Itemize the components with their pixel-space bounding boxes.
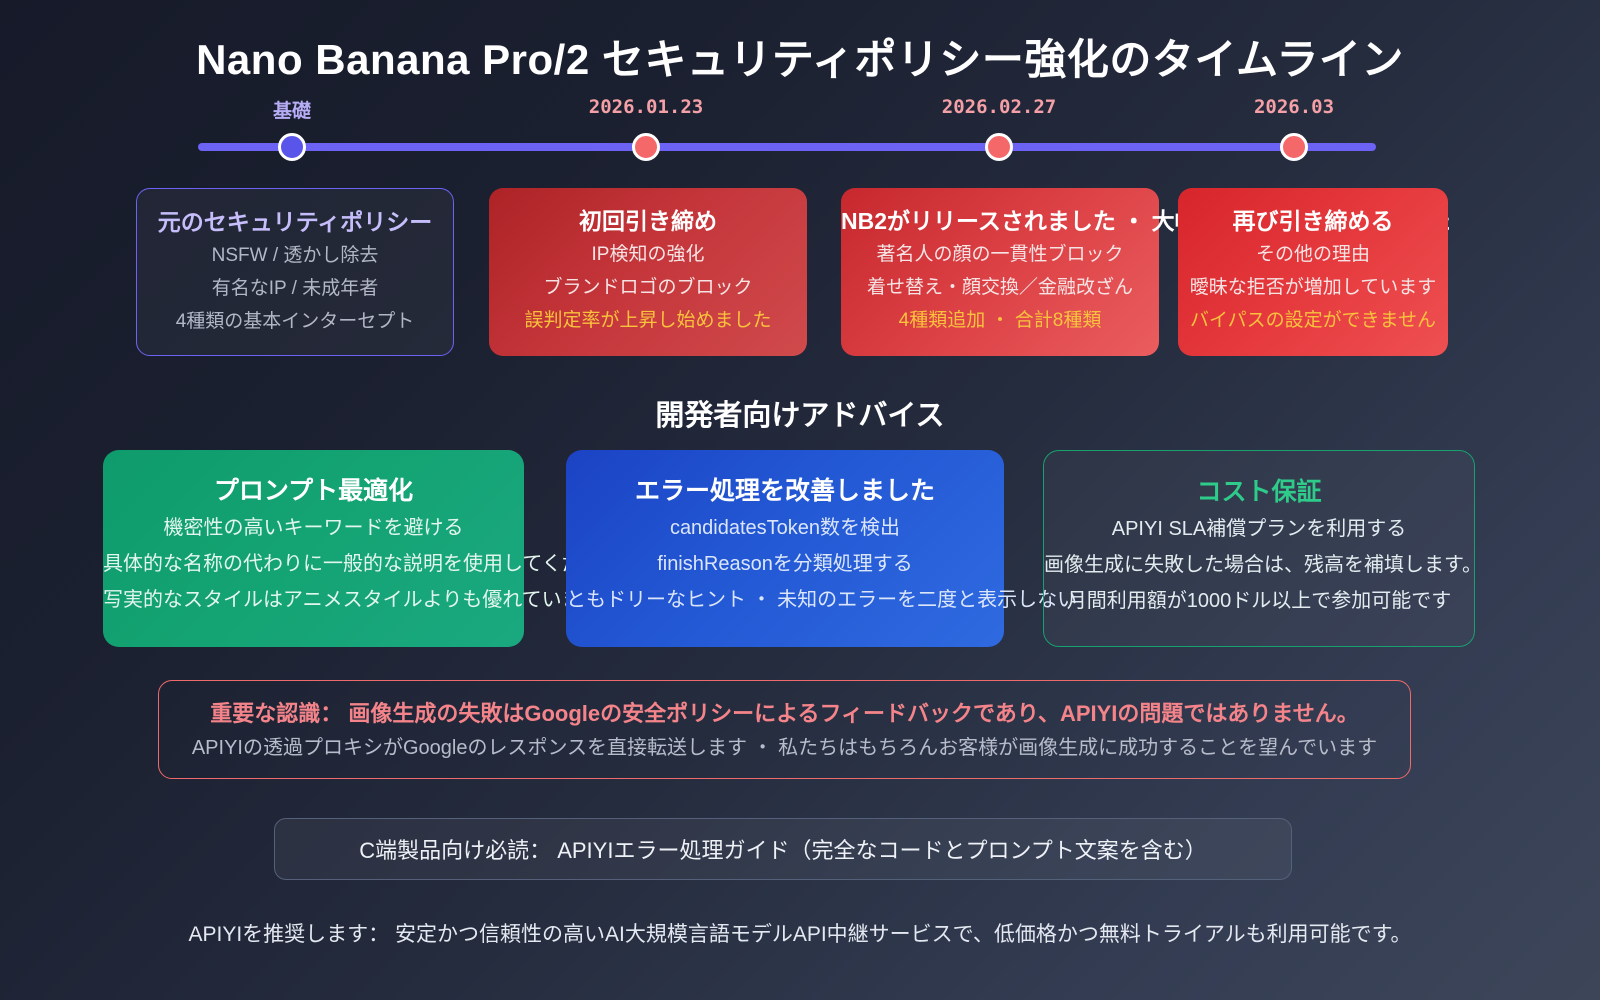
advice-card-line: candidatesToken数を検出 (669, 517, 901, 539)
timeline-label-1: 2026.01.23 (588, 96, 704, 118)
timeline-card-baseline[interactable]: 元のセキュリティポリシー NSFW / 透かし除去 有名なIP / 未成年者 4… (136, 188, 454, 356)
card-title: 再び引き締める (1232, 208, 1394, 234)
timeline-node-1[interactable] (632, 133, 660, 161)
important-notice-box: 重要な認識： 画像生成の失敗はGoogleの安全ポリシーによるフィードバックであ… (158, 680, 1411, 779)
timeline-track (198, 143, 1376, 151)
timeline-label-2: 2026.02.27 (941, 96, 1057, 118)
cta-label: C端製品向け必読： APIYIエラー処理ガイド（完全なコードとプロンプト文案を含… (359, 838, 1207, 863)
advice-card-error-handling[interactable]: エラー処理を改善しました candidatesToken数を検出 finishR… (566, 450, 1078, 647)
card-line: ブランドロゴのブロック (543, 277, 753, 298)
timeline-node-2[interactable] (985, 133, 1013, 161)
timeline-card-2026-01-23[interactable]: 初回引き締め IP検知の強化 ブランドロゴのブロック 誤判定率が上昇し始めました (489, 188, 807, 356)
advice-card-title: エラー処理を改善しました (634, 477, 935, 505)
notice-subtitle: APIYIの透過プロキシがGoogleのレスポンスを直接転送します ・ 私たちは… (191, 737, 1378, 759)
timeline-card-2026-02-27[interactable]: NB2がリリースされました ・ 大幅に制限が強化されました 著名人の顔の一貫性ブ… (841, 188, 1451, 356)
advice-card-line: finishReasonを分類処理する (657, 553, 913, 575)
page-title: Nano Banana Pro/2 セキュリティポリシー強化のタイムライン (196, 36, 1404, 83)
timeline-card-2026-03[interactable]: 再び引き締める その他の理由 曖昧な拒否が増加しています バイパスの設定ができま… (1178, 188, 1448, 356)
advice-card-line: 写実的なスタイルはアニメスタイルよりも優れています (103, 589, 602, 611)
card-accent-line: バイパスの設定ができません (1189, 310, 1437, 331)
card-line: その他の理由 (1255, 244, 1370, 265)
card-title: 元のセキュリティポリシー (157, 209, 433, 235)
advice-card-line: 月間利用額が1000ドル以上で参加可能です (1066, 590, 1452, 612)
timeline-node-3[interactable] (1280, 133, 1308, 161)
advice-card-title: コスト保証 (1196, 478, 1322, 506)
advice-card-line: ともドリーなヒント ・ 未知のエラーを二度と表示しない (566, 589, 1078, 611)
advice-card-line: 画像生成に失敗した場合は、残高を補填します。 (1044, 554, 1482, 576)
card-line: NSFW / 透かし除去 (211, 245, 379, 266)
card-line: 曖昧な拒否が増加しています (1189, 277, 1437, 298)
footer-recommendation: APIYIを推奨します： 安定かつ信頼性の高いAI大規模言語モデルAPI中継サー… (188, 923, 1412, 946)
advice-card-line: 具体的な名称の代わりに一般的な説明を使用してください (103, 553, 622, 575)
timeline-label-0: 基礎 (272, 101, 312, 122)
card-title: NB2がリリースされました ・ 大幅に制限が強化されました (841, 208, 1451, 234)
card-accent-line: 4種類追加 ・ 合計8種類 (898, 310, 1102, 331)
card-line: 着せ替え・顔交換／金融改ざん (866, 277, 1133, 298)
notice-title: 重要な認識： 画像生成の失敗はGoogleの安全ポリシーによるフィードバックであ… (210, 701, 1359, 726)
card-line: 著名人の顔の一貫性ブロック (876, 244, 1124, 265)
card-accent-line: 誤判定率が上昇し始めました (524, 310, 772, 331)
card-line: IP検知の強化 (591, 244, 705, 265)
error-handling-guide-button[interactable]: C端製品向け必読： APIYIエラー処理ガイド（完全なコードとプロンプト文案を含… (274, 818, 1292, 880)
card-line: 有名なIP / 未成年者 (211, 278, 379, 299)
advice-card-line: 機密性の高いキーワードを避ける (163, 517, 464, 539)
section-heading-developer-advice: 開発者向けアドバイス (655, 400, 945, 432)
timeline-node-0[interactable] (278, 133, 306, 161)
advice-card-line: APIYI SLA補償プランを利用する (1111, 518, 1407, 540)
advice-card-title: プロンプト最適化 (213, 477, 414, 505)
timeline-label-3: 2026.03 (1253, 96, 1335, 118)
card-line: 4種類の基本インターセプト (175, 311, 415, 332)
card-title: 初回引き締め (579, 208, 717, 234)
advice-card-prompt-optimization[interactable]: プロンプト最適化 機密性の高いキーワードを避ける 具体的な名称の代わりに一般的な… (103, 450, 622, 647)
advice-card-cost-guarantee[interactable]: コスト保証 APIYI SLA補償プランを利用する 画像生成に失敗した場合は、残… (1043, 450, 1482, 647)
